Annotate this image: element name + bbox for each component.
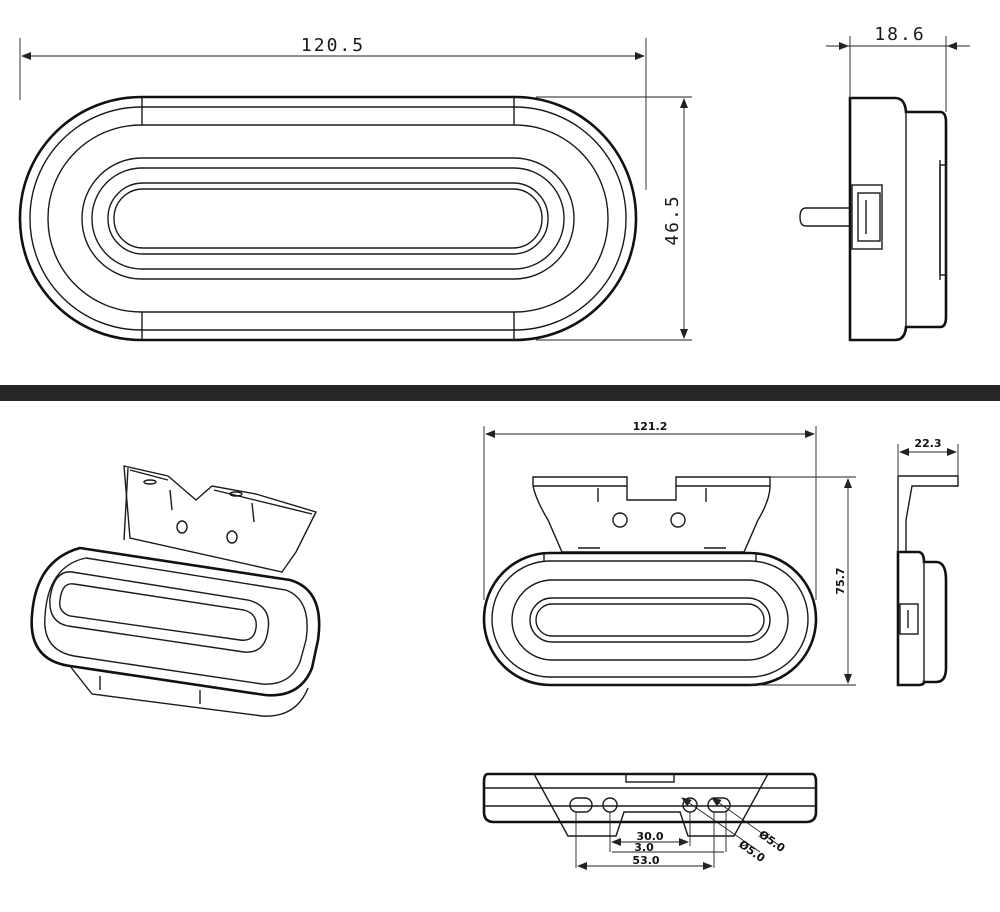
dim-width-121-2: 121.2: [483, 420, 817, 600]
bottom-front-view: [482, 476, 818, 687]
bottom-side-view: [896, 475, 959, 687]
dim-label-30: 30.0: [636, 830, 663, 843]
isometric-view: [30, 465, 321, 717]
dim-height-46-5: 46.5: [536, 96, 692, 341]
base-dimensions: 30.0 3.0 53.0 Ø5.0 Ø5.0: [575, 797, 788, 870]
section-separator: [0, 385, 1000, 401]
dim-label-width: 120.5: [301, 35, 365, 56]
dim-label-3: 3.0: [634, 841, 654, 854]
dim-label-bottom-height: 75.7: [834, 567, 847, 594]
dim-depth-22-3: 22.3: [897, 437, 959, 478]
dim-height-75-7: 75.7: [750, 476, 856, 686]
dim-depth-18-6: 18.6: [826, 24, 970, 112]
dim-label-height: 46.5: [662, 194, 683, 245]
dim-label-53: 53.0: [632, 854, 659, 867]
dim-label-bottom-depth: 22.3: [914, 437, 941, 450]
dim-label-depth: 18.6: [874, 24, 925, 45]
dim-width-120-5: 120.5: [19, 35, 647, 190]
dim-label-bottom-width: 121.2: [633, 420, 668, 433]
base-view: [482, 772, 818, 837]
top-side-view: [799, 96, 948, 342]
top-front-view: [18, 95, 638, 342]
